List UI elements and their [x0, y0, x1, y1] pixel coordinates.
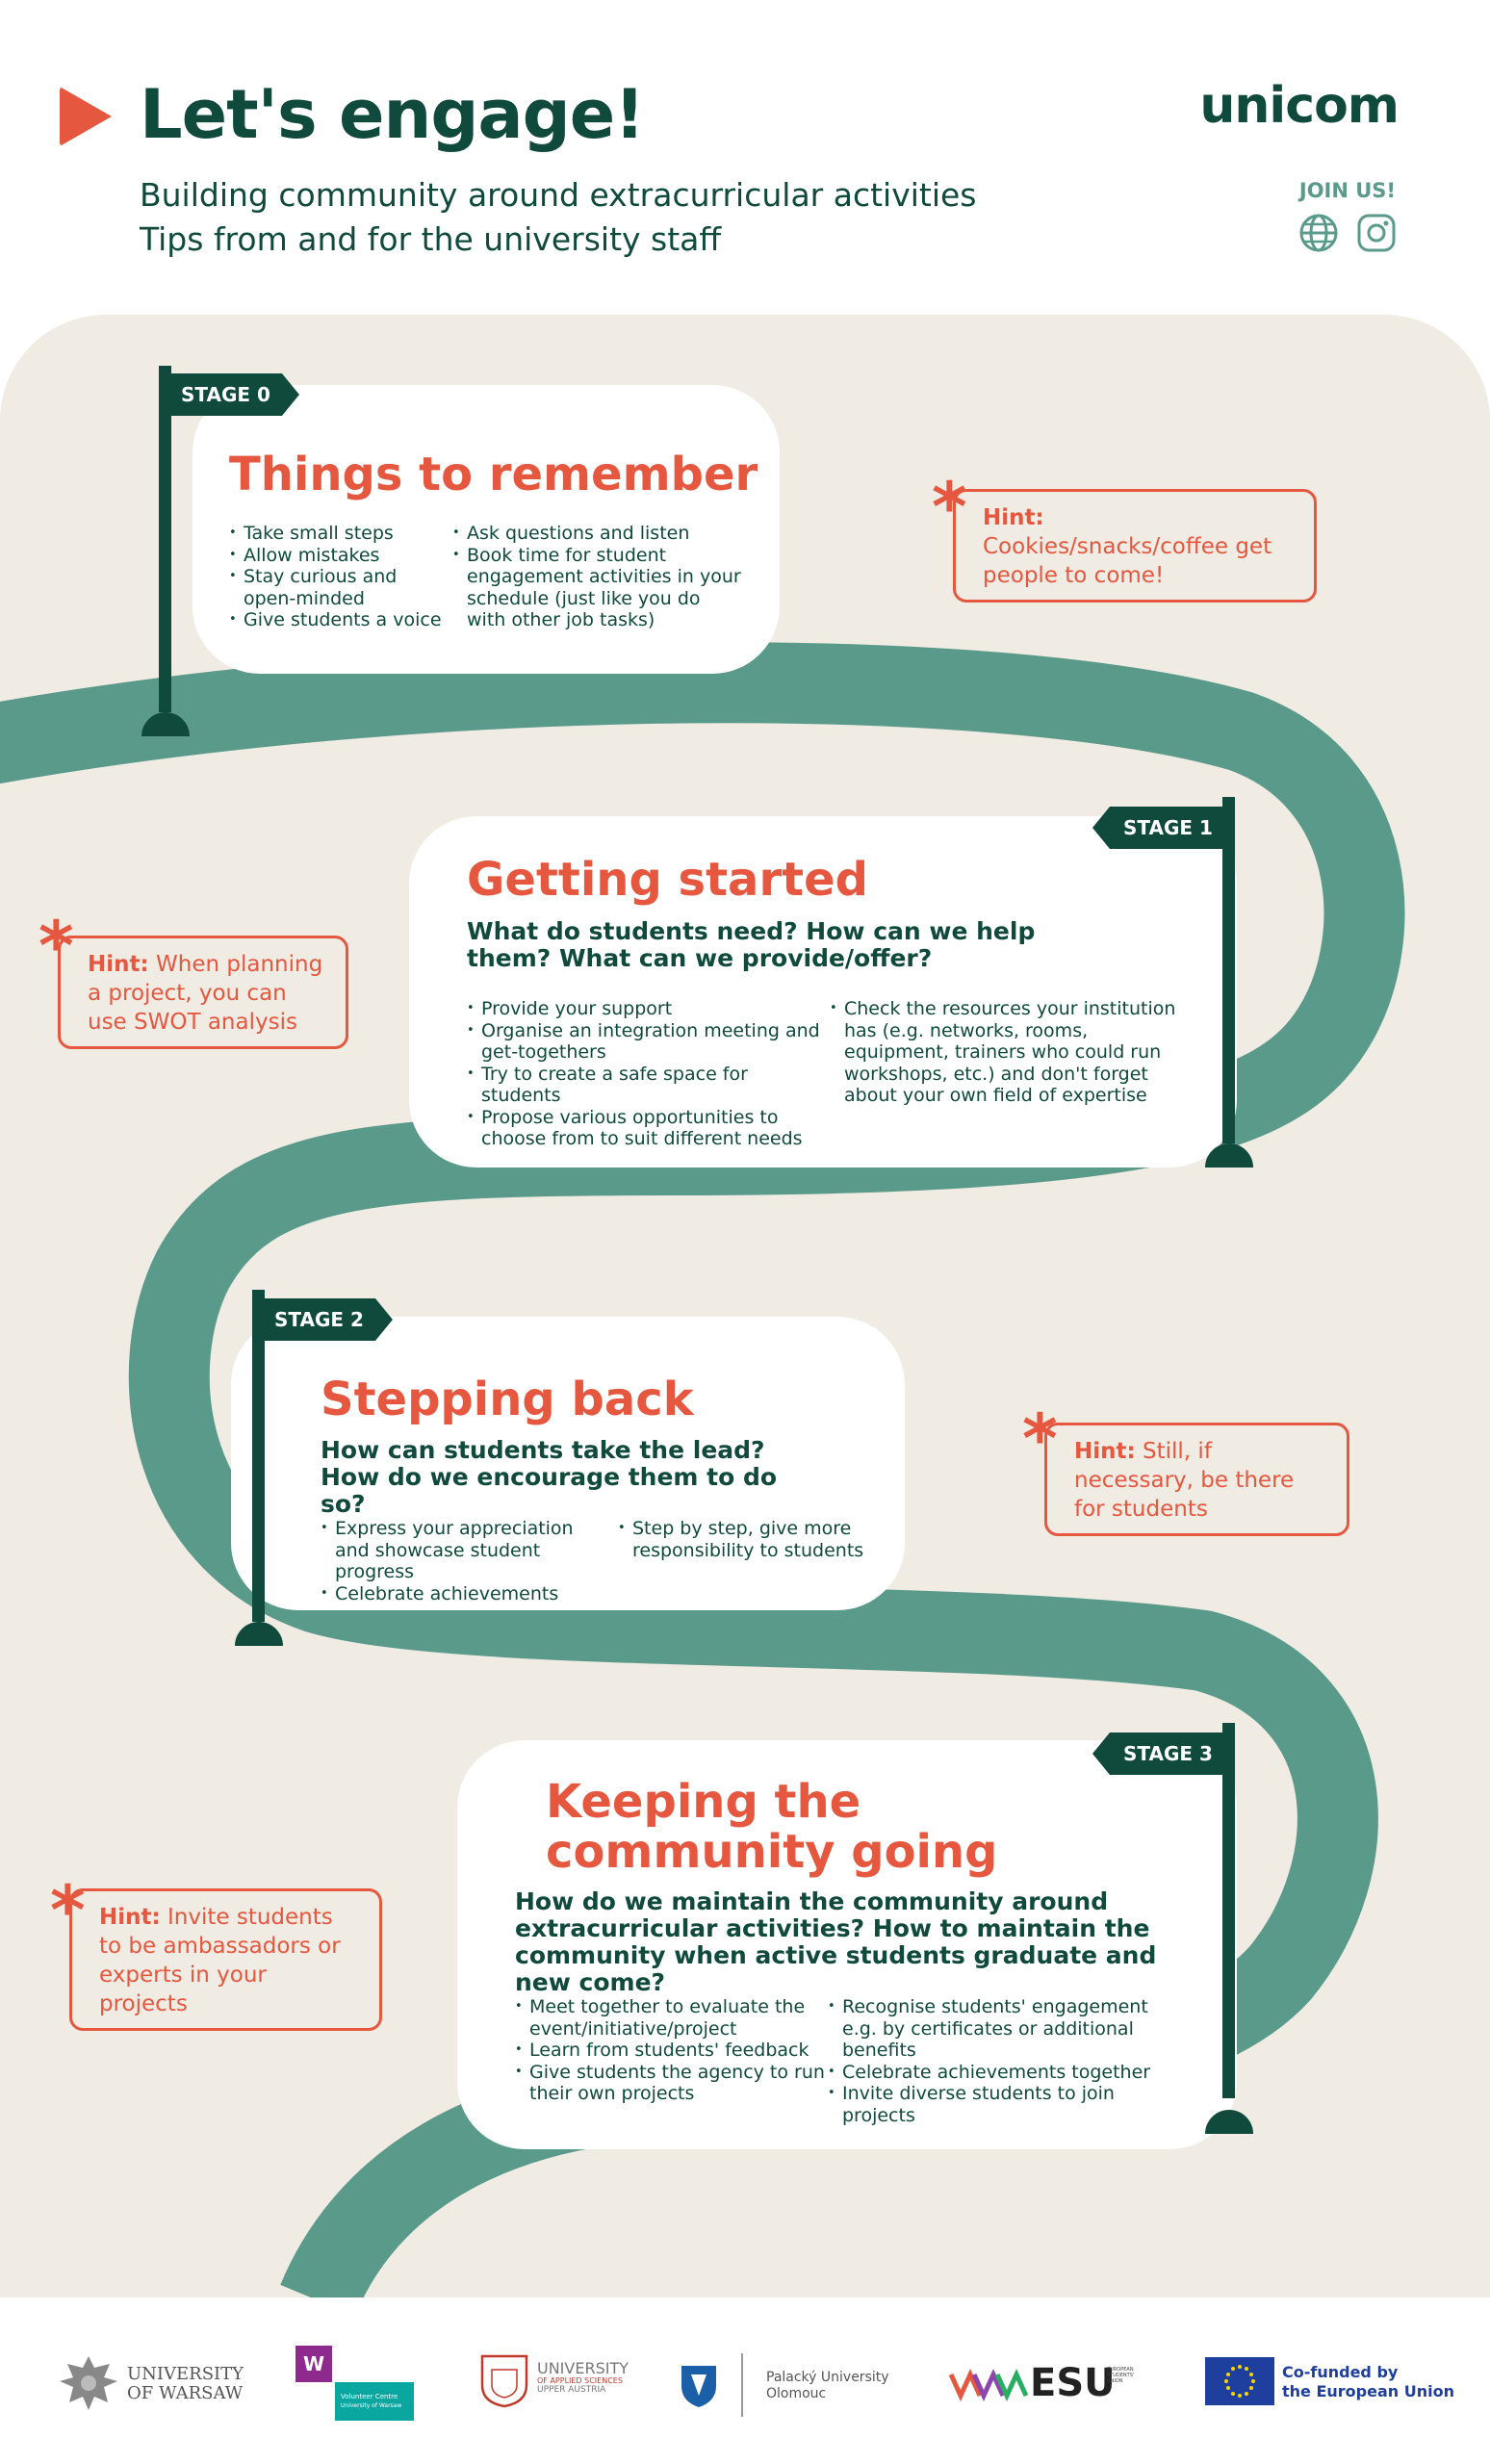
stage-2-flag: STAGE 2: [257, 1298, 393, 1341]
stage-3-list-1: Meet together to evaluate the event/init…: [515, 1996, 828, 2105]
stage-3-list-2: Recognise students' engagement e.g. by c…: [828, 1996, 1174, 2126]
eu-line-1: Co-funded by: [1282, 2363, 1399, 2381]
subtitle-line-1: Building community around extracurricula…: [140, 176, 977, 214]
list-item: Recognise students' engagement e.g. by c…: [828, 1996, 1174, 2062]
stage-3-question: How do we maintain the community around …: [515, 1887, 1157, 1996]
list-item: Celebrate achievements: [321, 1583, 609, 1605]
stage-3-heading-line-2: community going: [546, 1825, 998, 1879]
list-item: Try to create a safe space for students: [467, 1064, 823, 1107]
hint-label: Hint:: [983, 505, 1044, 530]
page-title: Let's engage!: [140, 75, 645, 154]
palacky-divider: [741, 2353, 743, 2417]
list-item: Give students a voice: [229, 609, 446, 631]
upper-line-2: OF APPLIED SCIENCES: [537, 2376, 623, 2385]
upper-austria-crest-icon: [480, 2354, 528, 2408]
hint-label: Hint:: [88, 952, 149, 977]
hint-label: Hint:: [99, 1905, 161, 1930]
hint-text: Still, if necessary, be there for studen…: [1074, 1439, 1295, 1522]
hint-box-2: Hint: When planning a project, you can u…: [58, 936, 348, 1049]
palacky-shield-icon: [681, 2366, 716, 2407]
hint-label: Hint:: [1074, 1439, 1136, 1464]
stage-0-heading: Things to remember: [229, 448, 758, 501]
palacky-line-1: Palacký University: [766, 2370, 889, 2385]
hint-box-1: Hint: Cookies/snacks/coffee get people t…: [953, 489, 1317, 603]
list-item: Organise an integration meeting and get-…: [467, 1020, 823, 1064]
stage-0-pole: [159, 366, 171, 712]
hint-box-4: Hint: Invite students to be ambassadors …: [69, 1888, 382, 2031]
globe-icon[interactable]: [1297, 212, 1340, 254]
list-item: Take small steps: [229, 523, 446, 545]
upper-austria-logo: UNIVERSITY OF APPLIED SCIENCES UPPER AUS…: [537, 2360, 629, 2395]
hint-text: When planning a project, you can use SWO…: [88, 952, 323, 1035]
warsaw-logo: UNIVERSITY OF WARSAW: [127, 2365, 244, 2403]
eu-cofunded-logo: Co-funded by the European Union: [1282, 2363, 1454, 2401]
hint-text: Cookies/snacks/coffee get people to come…: [983, 534, 1272, 588]
eu-line-2: the European Union: [1282, 2382, 1454, 2400]
list-item: Step by step, give more responsibility t…: [618, 1518, 868, 1561]
volunteer-line-2: University of Warsaw: [341, 2402, 402, 2409]
list-item: Stay curious and open-minded: [229, 566, 446, 609]
stage-1-flag: STAGE 1: [1092, 807, 1227, 849]
join-us-label: JOIN US!: [1298, 179, 1396, 202]
palacky-logo: Palacký University Olomouc: [766, 2370, 889, 2402]
warsaw-line-1: UNIVERSITY: [127, 2364, 244, 2384]
list-item: Allow mistakes: [229, 545, 446, 567]
list-item: Meet together to evaluate the event/init…: [515, 1996, 828, 2040]
stage-2-pole: [252, 1290, 265, 1622]
page-subtitle: Building community around extracurricula…: [140, 173, 977, 262]
stage-3-heading-line-1: Keeping the: [546, 1775, 861, 1829]
hint-text: Invite students to be ambassadors or exp…: [99, 1905, 341, 2016]
stage-2-list-1: Express your appreciation and showcase s…: [321, 1518, 609, 1604]
stage-0-list-1: Take small steps Allow mistakes Stay cur…: [229, 523, 446, 631]
stage-1-list-1: Provide your support Organise an integra…: [467, 998, 823, 1150]
footer-logos: UNIVERSITY OF WARSAW W Volunteer Centre …: [0, 2297, 1490, 2464]
stage-0-flag: STAGE 0: [164, 373, 299, 416]
stage-2-question: How can students take the lead? How do w…: [321, 1436, 778, 1518]
asterisk-icon: *: [50, 1871, 86, 1950]
warsaw-line-2: OF WARSAW: [127, 2383, 244, 2403]
list-item: Express your appreciation and showcase s…: [321, 1518, 609, 1583]
volunteer-line-1: Volunteer Centre: [341, 2393, 398, 2400]
list-item: Celebrate achievements together: [828, 2062, 1174, 2084]
volunteer-w-logo-icon: W: [295, 2346, 332, 2382]
hint-box-3: Hint: Still, if necessary, be there for …: [1044, 1423, 1349, 1536]
list-item: Learn from students' feedback: [515, 2040, 828, 2062]
list-item: Provide your support: [467, 998, 823, 1020]
subtitle-line-2: Tips from and for the university staff: [140, 220, 722, 258]
stage-2-list-2: Step by step, give more responsibility t…: [618, 1518, 868, 1561]
list-item: Propose various opportunities to choose …: [467, 1107, 823, 1150]
eu-flag-icon: [1205, 2357, 1274, 2405]
stage-3-pole: [1222, 1723, 1235, 2098]
upper-line-3: UPPER AUSTRIA: [537, 2385, 606, 2395]
list-item: Ask questions and listen: [452, 523, 741, 545]
stage-1-list-2: Check the resources your institution has…: [830, 998, 1186, 1107]
asterisk-icon: *: [1022, 1399, 1058, 1478]
esu-waves-icon: [948, 2368, 1029, 2401]
stage-1-heading: Getting started: [467, 853, 868, 907]
upper-line-1: UNIVERSITY: [537, 2359, 629, 2377]
stage-1-question: What do students need? How can we help t…: [467, 917, 1036, 972]
stage-3-flag: STAGE 3: [1092, 1732, 1227, 1775]
play-icon: [60, 87, 112, 146]
list-item: Book time for student engagement activit…: [452, 545, 741, 631]
esu-small-text: EUROPEAN STUDENTS' UNION: [1107, 2367, 1135, 2384]
list-item: Give students the agency to run their ow…: [515, 2062, 828, 2105]
eagle-emblem-icon: [60, 2356, 117, 2410]
stage-0-list-2: Ask questions and listen Book time for s…: [452, 523, 741, 631]
stage-2-heading: Stepping back: [321, 1373, 694, 1426]
unicom-logo: unicom: [1199, 77, 1400, 135]
instagram-icon[interactable]: [1355, 212, 1398, 254]
list-item: Invite diverse students to join projects: [828, 2083, 1174, 2126]
palacky-line-2: Olomouc: [766, 2386, 827, 2401]
list-item: Check the resources your institution has…: [830, 998, 1186, 1107]
volunteer-centre-logo: Volunteer Centre University of Warsaw: [335, 2382, 414, 2421]
stage-1-pole: [1222, 797, 1235, 1143]
asterisk-icon: *: [932, 468, 967, 547]
esu-logo-text: ESU: [1030, 2361, 1116, 2405]
